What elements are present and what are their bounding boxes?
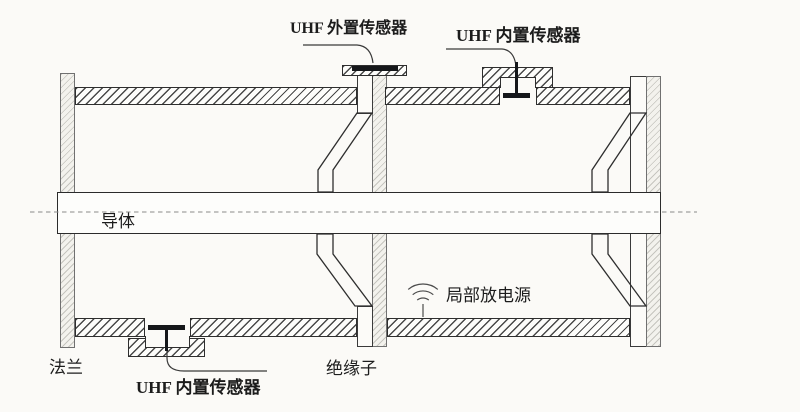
leader-external-sensor <box>303 44 374 64</box>
conductor-bar <box>57 192 661 234</box>
internal-sensor-top-cap <box>503 93 530 98</box>
label-external-sensor: UHF 外置传感器 <box>290 20 408 37</box>
external-sensor-element <box>352 66 398 71</box>
bottom-shell-right-segment <box>387 318 630 337</box>
signal-waves-icon <box>407 283 439 317</box>
label-internal-sensor-top: UHF 内置传感器 <box>456 26 581 45</box>
label-flange: 法兰 <box>49 358 83 377</box>
label-conductor: 导体 <box>101 212 135 231</box>
top-shell-middle-segment <box>385 87 500 105</box>
bottom-shell-left-segment <box>75 318 145 337</box>
leader-internal-sensor-top <box>446 48 517 67</box>
center-insulator-upper-cone <box>317 112 374 193</box>
top-sensor-notch <box>500 77 536 88</box>
top-shell-right-segment <box>536 87 630 105</box>
center-insulator-upper-post <box>357 75 373 114</box>
label-internal-sensor-bottom: UHF 内置传感器 <box>136 378 261 397</box>
label-pd-source: 局部放电源 <box>446 286 531 305</box>
internal-sensor-bottom-stem <box>165 330 168 351</box>
top-shell-left-segment <box>75 87 357 105</box>
label-insulator: 绝缘子 <box>326 359 377 378</box>
internal-sensor-bottom-cap <box>148 325 185 330</box>
internal-sensor-top-stem <box>515 62 518 94</box>
bottom-shell-middle-segment <box>190 318 357 337</box>
center-insulator-lower-cone <box>316 233 374 307</box>
center-insulator-lower-post <box>357 306 373 347</box>
